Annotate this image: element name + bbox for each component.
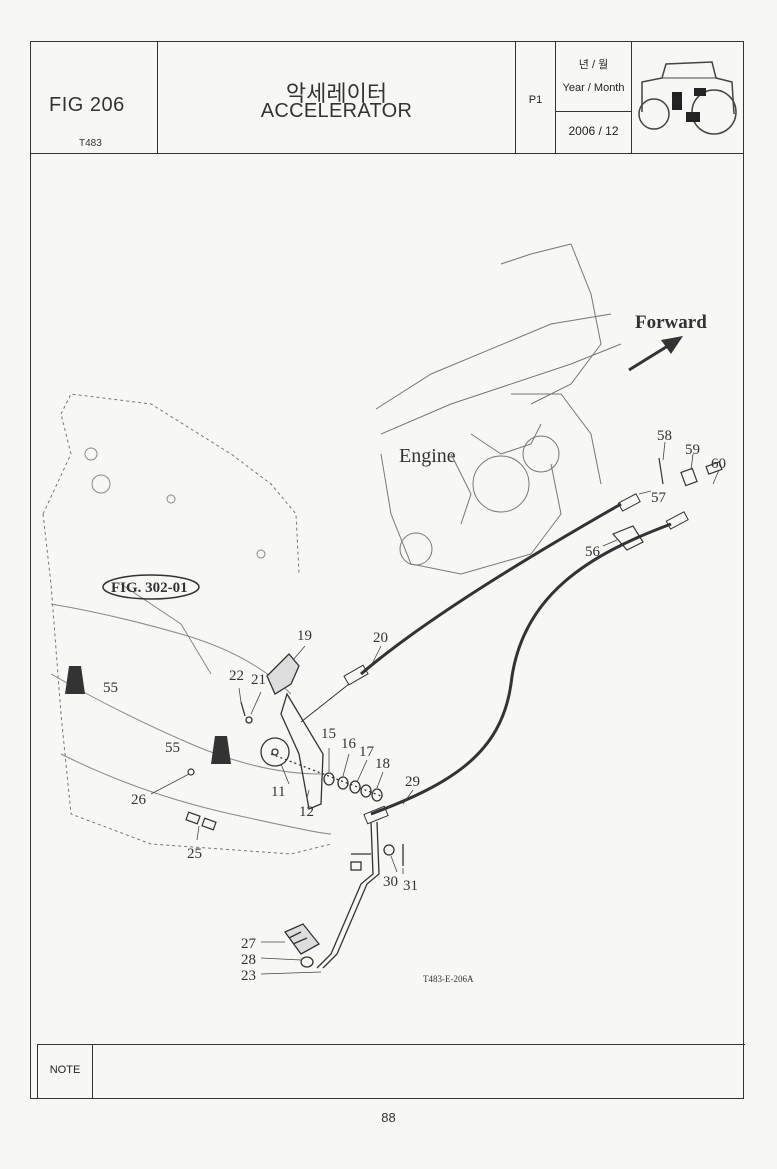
forward-arrow-icon <box>628 336 683 372</box>
part-label: 18 <box>375 756 390 772</box>
part-label: 60 <box>711 456 726 472</box>
year-month-english: Year / Month <box>562 82 625 94</box>
washer-stack <box>270 753 383 802</box>
frame-outline <box>42 393 332 855</box>
part-label: 55 <box>165 740 180 756</box>
year-month-cell: 년 / 월 Year / Month 2006 / 12 <box>556 42 632 153</box>
pedal-rod <box>284 821 404 969</box>
part-label: 12 <box>299 804 314 820</box>
part-label: 59 <box>685 442 700 458</box>
part-label: 57 <box>651 490 667 506</box>
date-value: 2006 / 12 <box>568 124 619 138</box>
part-label: 26 <box>131 792 147 808</box>
tractor-icon <box>638 61 737 135</box>
part-label: 56 <box>585 544 601 560</box>
diagram-canvas: Forward Engine FIG. 302-01 T483-E-206A 5… <box>42 243 726 984</box>
tractor-thumbnail-cell <box>632 42 743 153</box>
part-label: 31 <box>403 878 418 894</box>
part-label: 11 <box>271 784 285 800</box>
part-label: 29 <box>405 774 420 790</box>
note-row: NOTE <box>37 1044 745 1098</box>
title-korean: 악세레이터 <box>285 81 388 106</box>
engine-label: Engine <box>399 445 456 467</box>
part-label: 58 <box>657 428 672 444</box>
year-month-header: 년 / 월 Year / Month <box>556 42 631 112</box>
rubber-boots <box>65 666 231 764</box>
model-label: T483 <box>79 138 102 149</box>
header-row: FIG 206 T483 악세레이터 ACCELERATOR P1 년 / 월 … <box>31 42 743 154</box>
part-label: 15 <box>321 726 336 742</box>
forward-label: Forward <box>635 312 707 333</box>
fig-cell: FIG 206 T483 <box>31 42 158 153</box>
part-label: 16 <box>341 736 357 752</box>
leader-lines <box>150 441 720 975</box>
part-label: 27 <box>241 936 257 952</box>
cable-ends <box>300 493 689 825</box>
year-month-korean: 년 / 월 <box>578 59 609 71</box>
cable-bracket <box>611 457 723 551</box>
page-label: P1 <box>528 94 543 106</box>
drawing-code: T483-E-206A <box>423 974 474 984</box>
part-label: 17 <box>359 744 375 760</box>
part-label: 25 <box>187 846 202 862</box>
part-label: 20 <box>373 630 388 646</box>
fig-ref-oval <box>102 574 200 600</box>
part-label: 19 <box>297 628 312 644</box>
note-label-cell: NOTE <box>38 1045 93 1098</box>
title-english: ACCELERATOR <box>260 100 413 122</box>
parts-sheet: FIG 206 T483 악세레이터 ACCELERATOR P1 년 / 월 … <box>30 41 745 1099</box>
pins <box>185 768 217 831</box>
cable-20 <box>360 502 622 676</box>
page-number: 88 <box>381 1110 396 1125</box>
exploded-diagram: Forward Engine FIG. 302-01 T483-E-206A 5… <box>31 154 743 1042</box>
part-label: 22 <box>229 668 244 684</box>
part-label: 28 <box>241 952 256 968</box>
note-label: NOTE <box>49 1064 81 1076</box>
cable-29 <box>370 522 672 816</box>
page-cell: P1 <box>516 42 556 153</box>
part-label: 55 <box>103 680 118 696</box>
engine-sketch <box>375 243 622 575</box>
accelerator-cables <box>360 502 672 816</box>
part-label: 21 <box>251 672 266 688</box>
title-cell: 악세레이터 ACCELERATOR <box>158 42 516 153</box>
part-label: 30 <box>383 874 398 890</box>
fig-label: FIG 206 <box>49 94 125 116</box>
fig-ref-label: FIG. 302-01 <box>111 580 188 596</box>
pedal-lever-assembly <box>240 653 324 810</box>
part-label: 23 <box>241 968 256 984</box>
frame-details <box>50 447 332 835</box>
